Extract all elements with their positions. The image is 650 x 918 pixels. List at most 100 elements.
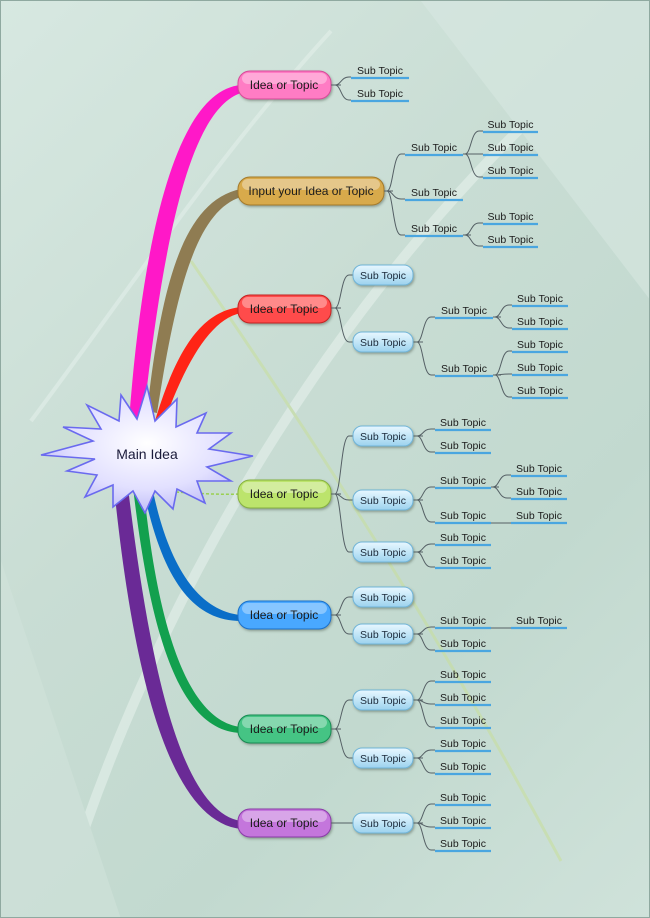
subtopic-label: Sub Topic xyxy=(488,211,534,223)
subtopic-box xyxy=(352,747,414,769)
subtopic-label: Sub Topic xyxy=(360,695,406,707)
subtopic-box xyxy=(352,689,414,711)
subtopic-node[interactable]: Sub Topic xyxy=(483,142,538,157)
topic-node[interactable]: Idea or Topic xyxy=(237,600,332,630)
subtopic-node[interactable]: Sub Topic xyxy=(435,792,491,807)
topic-node[interactable]: Idea or Topic xyxy=(237,714,332,744)
subtopic-node[interactable]: Sub Topic xyxy=(435,417,491,432)
subtopic-node[interactable]: Sub Topic xyxy=(435,475,491,490)
subtopic-node[interactable]: Sub Topic xyxy=(483,119,538,134)
topic-label: Idea or Topic xyxy=(250,722,319,736)
subtopic-node[interactable]: Sub Topic xyxy=(435,440,491,455)
subtopic-node[interactable]: Sub Topic xyxy=(352,623,414,645)
subtopic-label: Sub Topic xyxy=(440,555,486,567)
subtopic-node[interactable]: Sub Topic xyxy=(435,815,491,830)
subtopic-node[interactable]: Sub Topic xyxy=(351,65,409,80)
subtopic-label: Sub Topic xyxy=(440,475,486,487)
subtopic-node[interactable]: Sub Topic xyxy=(512,385,568,400)
subtopic-box xyxy=(352,264,414,286)
subtopic-label: Sub Topic xyxy=(517,293,563,305)
subtopic-node[interactable]: Sub Topic xyxy=(511,615,567,630)
subtopic-node[interactable]: Sub Topic xyxy=(435,615,491,630)
subtopic-label: Sub Topic xyxy=(517,316,563,328)
subtopic-node[interactable]: Sub Topic xyxy=(352,747,414,769)
subtopic-node[interactable]: Sub Topic xyxy=(405,223,463,238)
subtopic-node[interactable]: Sub Topic xyxy=(405,142,463,157)
main-branches xyxy=(113,85,242,829)
topic-nodes: Idea or Topic Input your Idea or Topic I… xyxy=(237,70,385,838)
subtopic-node[interactable]: Sub Topic xyxy=(512,362,568,377)
subtopic-node[interactable]: Sub Topic xyxy=(435,510,491,525)
branch-topic-1 xyxy=(129,85,241,421)
subtopic-node[interactable]: Sub Topic xyxy=(435,555,491,570)
topic-node[interactable]: Input your Idea or Topic xyxy=(237,176,385,206)
subtopic-node[interactable]: Sub Topic xyxy=(511,463,567,478)
subtopic-node[interactable]: Sub Topic xyxy=(511,486,567,501)
subtopic-label: Sub Topic xyxy=(516,615,562,627)
subtopic-node[interactable]: Sub Topic xyxy=(435,638,491,653)
topic-label: Idea or Topic xyxy=(250,608,319,622)
subtopic-label: Sub Topic xyxy=(440,615,486,627)
subtopic-node[interactable]: Sub Topic xyxy=(435,363,493,378)
subtopic-label: Sub Topic xyxy=(360,818,406,830)
subtopic-label: Sub Topic xyxy=(488,142,534,154)
subtopic-node[interactable]: Sub Topic xyxy=(483,211,538,226)
subtopic-node[interactable]: Sub Topic xyxy=(435,532,491,547)
subtopic-node[interactable]: Sub Topic xyxy=(352,812,414,834)
subtopic-node[interactable]: Sub Topic xyxy=(352,689,414,711)
subtopic-label: Sub Topic xyxy=(411,187,457,199)
topic-label: Idea or Topic xyxy=(250,302,319,316)
subtopic-box xyxy=(352,812,414,834)
subtopic-box xyxy=(352,623,414,645)
subtopic-node[interactable]: Sub Topic xyxy=(351,88,409,103)
subtopic-label: Sub Topic xyxy=(441,363,487,375)
subtopic-label: Sub Topic xyxy=(360,629,406,641)
subtopic-label: Sub Topic xyxy=(517,339,563,351)
subtopic-node[interactable]: Sub Topic xyxy=(352,586,414,608)
topic-label: Idea or Topic xyxy=(250,78,319,92)
subtopic-node[interactable]: Sub Topic xyxy=(435,305,493,320)
subtopic-label: Sub Topic xyxy=(488,234,534,246)
subtopic-node[interactable]: Sub Topic xyxy=(352,331,414,353)
subtopic-node[interactable]: Sub Topic xyxy=(352,541,414,563)
subtopic-node[interactable]: Sub Topic xyxy=(352,489,414,511)
topic-node[interactable]: Idea or Topic xyxy=(237,808,332,838)
subtopic-node[interactable]: Sub Topic xyxy=(435,692,491,707)
subtopic-node[interactable]: Sub Topic xyxy=(483,234,538,249)
topic-node[interactable]: Idea or Topic xyxy=(237,479,332,509)
subtopic-label: Sub Topic xyxy=(440,440,486,452)
subtopic-label: Sub Topic xyxy=(440,838,486,850)
subtopic-label: Sub Topic xyxy=(516,510,562,522)
subtopic-label: Sub Topic xyxy=(516,463,562,475)
topic-node[interactable]: Idea or Topic xyxy=(237,294,332,324)
subtopic-node[interactable]: Sub Topic xyxy=(512,293,568,308)
subtopic-node[interactable]: Sub Topic xyxy=(483,165,538,180)
subtopic-label: Sub Topic xyxy=(440,692,486,704)
subtopic-node[interactable]: Sub Topic xyxy=(512,339,568,354)
subtopic-node[interactable]: Sub Topic xyxy=(435,715,491,730)
central-idea[interactable]: Main Idea xyxy=(40,382,254,515)
subtopic-node[interactable]: Sub Topic xyxy=(435,738,491,753)
subtopic-label: Sub Topic xyxy=(440,815,486,827)
subtopic-box xyxy=(352,425,414,447)
subtopic-node[interactable]: Sub Topic xyxy=(435,761,491,776)
subtopic-node[interactable]: Sub Topic xyxy=(352,264,414,286)
subtopic-node[interactable]: Sub Topic xyxy=(512,316,568,331)
branch-topic-7 xyxy=(113,471,241,829)
topic-label: Idea or Topic xyxy=(250,487,319,501)
subtopic-label: Sub Topic xyxy=(360,431,406,443)
subtopic-label: Sub Topic xyxy=(440,792,486,804)
topic-node[interactable]: Idea or Topic xyxy=(237,70,332,100)
subtopic-node[interactable]: Sub Topic xyxy=(352,425,414,447)
subtopic-node[interactable]: Sub Topic xyxy=(435,838,491,853)
connector-lines xyxy=(331,76,512,851)
subtopic-node[interactable]: Sub Topic xyxy=(405,187,463,202)
topic-label: Idea or Topic xyxy=(250,816,319,830)
subtopic-box xyxy=(352,331,414,353)
subtopic-label: Sub Topic xyxy=(411,142,457,154)
subtopic-label: Sub Topic xyxy=(440,510,486,522)
starburst-shape xyxy=(40,382,254,515)
subtopic-node[interactable]: Sub Topic xyxy=(511,510,567,525)
subtopic-node[interactable]: Sub Topic xyxy=(435,669,491,684)
subtopic-label: Sub Topic xyxy=(411,223,457,235)
